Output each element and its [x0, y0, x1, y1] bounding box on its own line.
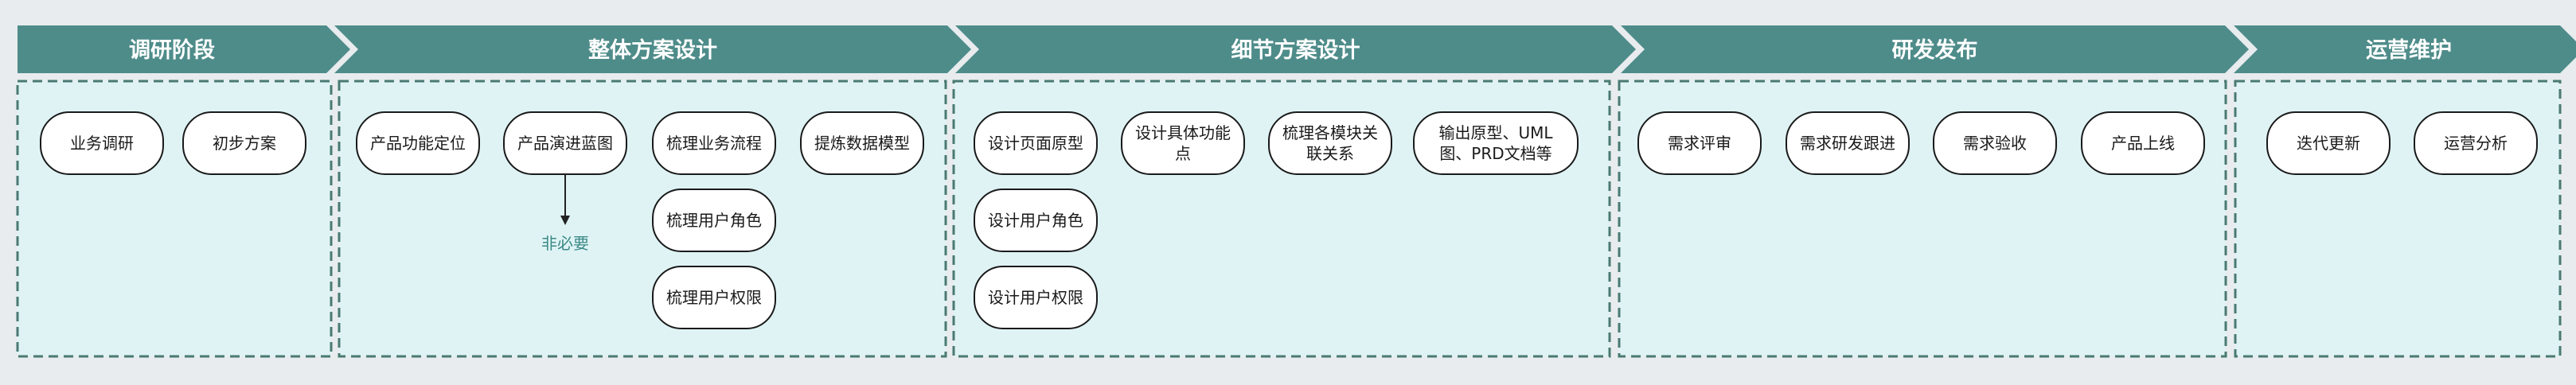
- node-label: 梳理业务流程: [666, 134, 762, 153]
- node-box: [974, 266, 1098, 329]
- node-label: 图、PRD文档等: [1439, 144, 1551, 163]
- stage-title: 整体方案设计: [588, 37, 717, 63]
- optional-note: 非必要: [541, 234, 589, 253]
- node-box: [652, 266, 776, 329]
- stage-header: [334, 25, 971, 73]
- stage-title: 细节方案设计: [1231, 37, 1360, 63]
- node-label: 输出原型、UML: [1438, 123, 1553, 142]
- process-node: 业务调研: [40, 111, 164, 175]
- process-node: 设计用户角色: [974, 189, 1098, 252]
- process-node: 初步方案: [182, 111, 306, 175]
- stage-header: [1621, 25, 2249, 73]
- node-label: 需求研发跟进: [1800, 134, 1895, 153]
- node-box: [2414, 111, 2538, 175]
- node-box: [2081, 111, 2205, 175]
- process-node: 输出原型、UML 图、PRD文档等: [1413, 111, 1579, 175]
- process-node: 梳理用户权限: [652, 266, 776, 329]
- node-box: [182, 111, 306, 175]
- process-node: 梳理用户角色: [652, 189, 776, 252]
- node-label: 设计具体功能: [1135, 123, 1231, 142]
- node-box: [1268, 111, 1392, 175]
- stage-title: 研发发布: [1892, 37, 1978, 63]
- process-node: 梳理业务流程: [652, 111, 776, 175]
- stage-title: 调研阶段: [129, 38, 215, 63]
- stage-title: 运营维护: [2366, 38, 2452, 63]
- node-box: [1413, 111, 1579, 175]
- node-label: 设计页面原型: [988, 134, 1083, 153]
- node-label: 迭代更新: [2297, 134, 2360, 153]
- process-node: 产品演进蓝图: [503, 111, 627, 175]
- process-node: 需求研发跟进: [1786, 111, 1910, 175]
- process-node: 产品上线: [2081, 111, 2205, 175]
- process-node: 提炼数据模型: [800, 111, 924, 175]
- node-box: [974, 189, 1098, 252]
- stage-3: 细节方案设计设计页面原型设计具体功能点梳理各模块关联关系输出原型、UML图、PR…: [952, 25, 1636, 358]
- node-box: [1637, 111, 1762, 175]
- node-label: 梳理用户角色: [666, 211, 762, 230]
- node-label: 产品上线: [2111, 134, 2175, 153]
- node-label: 产品功能定位: [370, 134, 466, 153]
- node-box: [652, 189, 776, 252]
- node-label: 点: [1175, 144, 1191, 163]
- process-node: 运营分析: [2414, 111, 2538, 175]
- node-box: [2266, 111, 2391, 175]
- node-box: [652, 111, 776, 175]
- node-label: 提炼数据模型: [814, 134, 910, 153]
- node-box: [1121, 111, 1245, 175]
- node-label: 需求评审: [1668, 134, 1731, 153]
- process-node: 需求验收: [1933, 111, 2057, 175]
- node-label: 产品演进蓝图: [517, 134, 613, 153]
- node-label: 需求验收: [1963, 134, 2027, 153]
- node-box: [800, 111, 924, 175]
- stage-header: [2234, 25, 2576, 73]
- node-box: [356, 111, 480, 175]
- node-label: 设计用户角色: [988, 211, 1083, 230]
- node-box: [40, 111, 164, 175]
- process-node: 产品功能定位: [356, 111, 480, 175]
- process-node: 需求评审: [1637, 111, 1762, 175]
- node-label: 梳理用户权限: [666, 288, 762, 307]
- node-box: [974, 111, 1098, 175]
- process-node: 设计用户权限: [974, 266, 1098, 329]
- process-node: 设计页面原型: [974, 111, 1098, 175]
- node-label: 联关系: [1306, 144, 1354, 163]
- node-label: 设计用户权限: [988, 288, 1083, 307]
- stage-header: [955, 25, 1636, 73]
- process-node: 迭代更新: [2266, 111, 2391, 175]
- node-label: 业务调研: [70, 134, 134, 153]
- node-label: 梳理各模块关: [1282, 123, 1378, 142]
- node-box: [1786, 111, 1910, 175]
- node-label: 初步方案: [213, 134, 276, 153]
- node-box: [1933, 111, 2057, 175]
- stage-header: [18, 25, 350, 73]
- node-label: 运营分析: [2444, 134, 2508, 153]
